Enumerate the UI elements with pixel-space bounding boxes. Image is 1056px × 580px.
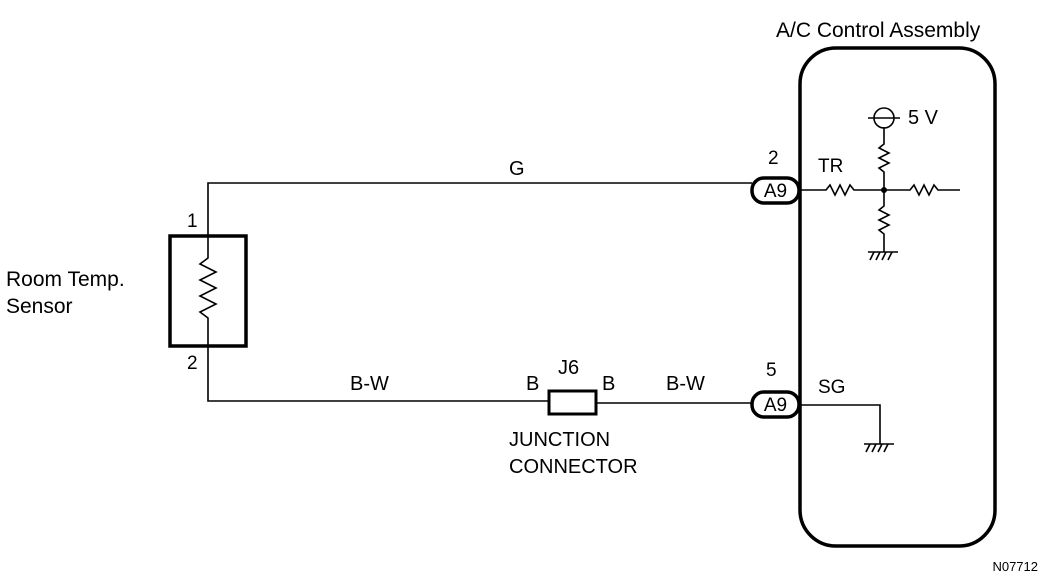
junction-id: J6	[558, 357, 579, 379]
connector-a9-pin5	[750, 390, 801, 419]
output-resistor	[884, 183, 960, 197]
sensor-pin-2: 2	[187, 353, 198, 374]
sensor-resistor	[198, 236, 218, 346]
wire-g-label: G	[509, 158, 525, 180]
wire-bw-right-label: B-W	[666, 373, 705, 395]
connector-a9-pin2-number: 2	[768, 148, 779, 169]
ground-hatch-top-icon	[869, 251, 893, 261]
wire-bw-left	[207, 346, 549, 402]
junction-label-line2: CONNECTOR	[509, 456, 638, 478]
connector-a9-pin5-number: 5	[766, 360, 777, 381]
junction-right-pin: B	[602, 373, 615, 395]
ground-hatch-bottom-icon	[865, 443, 889, 453]
junction-label-line1: JUNCTION	[509, 429, 610, 451]
wire-bw-left-label: B-W	[350, 373, 389, 395]
connector-a9-pin2	[750, 176, 801, 205]
assembly-title: A/C Control Assembly	[776, 19, 981, 42]
supply-voltage-label: 5 V	[908, 107, 939, 129]
connector-a9-pin5-code: A9	[764, 395, 787, 416]
pulldown-resistor	[877, 190, 891, 252]
sensor-name-line1: Room Temp.	[6, 268, 125, 291]
sg-signal-label: SG	[818, 377, 845, 398]
tr-series-resistor	[800, 183, 884, 197]
pullup-resistor	[877, 127, 891, 190]
junction-left-pin: B	[526, 373, 539, 395]
connector-a9-pin2-code: A9	[764, 181, 787, 202]
tr-signal-label: TR	[818, 156, 843, 177]
wire-g	[207, 182, 752, 236]
ac-control-assembly-box	[798, 46, 997, 548]
sg-line	[800, 404, 881, 444]
sensor-name-line2: Sensor	[6, 295, 73, 318]
sensor-pin-1: 1	[187, 211, 198, 232]
junction-connector-j6	[547, 389, 598, 416]
figure-code: N07712	[992, 559, 1038, 574]
